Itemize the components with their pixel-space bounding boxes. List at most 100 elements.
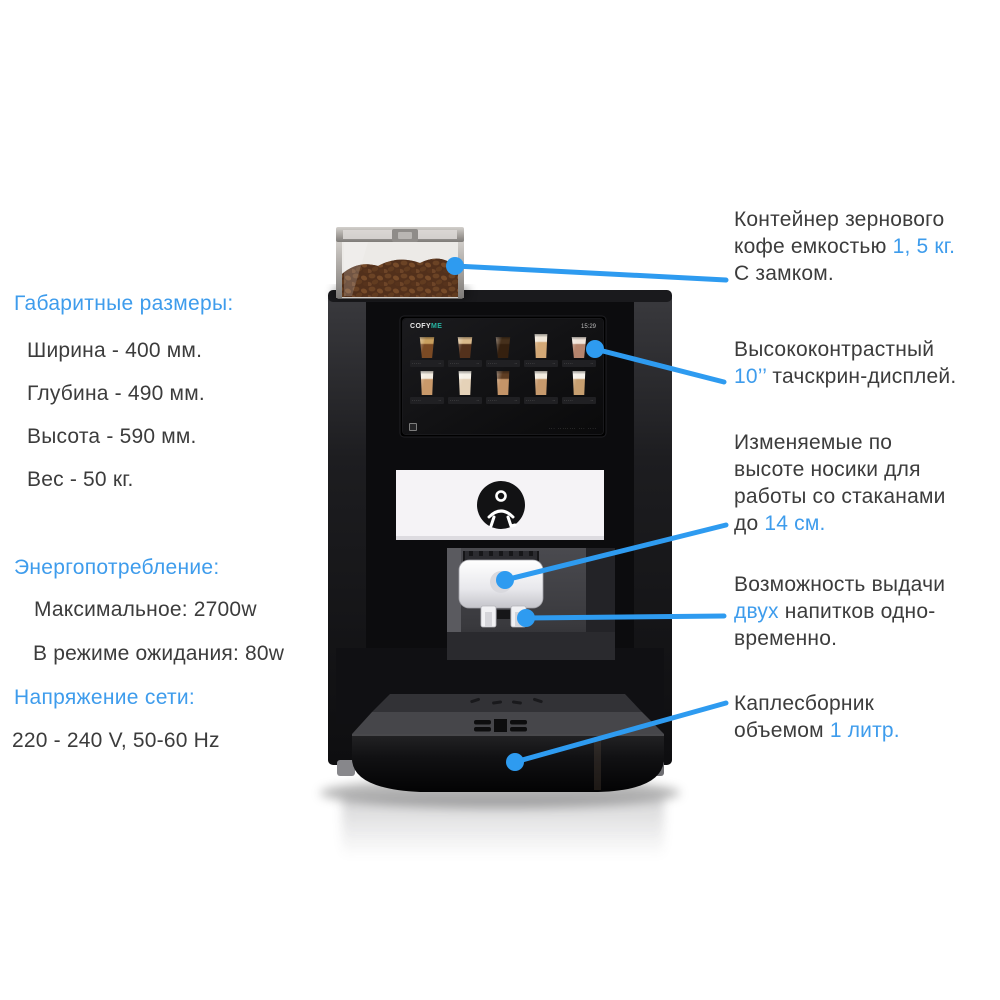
dispenser xyxy=(447,548,615,660)
drink-image-wrap xyxy=(571,333,587,358)
drink-price: ·· xyxy=(552,361,556,366)
drink-price: ·· xyxy=(438,361,442,366)
drink-glass-icon xyxy=(495,337,511,358)
menu-icon[interactable] xyxy=(409,423,417,431)
callout-dot-two-drinks xyxy=(517,609,535,627)
drink-label-bar: ····· ·· xyxy=(524,360,558,367)
drink-label-bar: ····· ·· xyxy=(410,360,444,367)
drink-glass-icon xyxy=(534,334,548,358)
drink-price: ·· xyxy=(590,361,594,366)
drink-cocoa[interactable]: ····· ·· xyxy=(562,333,596,367)
voltage-title: Напряжение сети: xyxy=(14,686,196,709)
callout-dot-bean-hopper xyxy=(446,257,464,275)
drink-price: ·· xyxy=(438,398,442,403)
spec-voltage: 220 - 240 V, 50-60 Hz xyxy=(12,729,220,752)
drink-americano[interactable]: ····· ·· xyxy=(486,333,520,367)
drink-price: ·· xyxy=(476,361,480,366)
dimensions-title: Габаритные размеры: xyxy=(14,292,234,315)
drink-glass-icon xyxy=(458,371,472,395)
callout-drip-tray: Каплесборник объемом 1 литр. xyxy=(734,692,900,742)
spec-weight: Вес - 50 кг. xyxy=(27,468,134,491)
drink-price: ·· xyxy=(590,398,594,403)
drink-flat-white[interactable]: ····· ·· xyxy=(524,370,558,404)
body-left-column xyxy=(328,293,374,765)
drink-glass-icon xyxy=(457,337,473,358)
callout-line-spouts xyxy=(502,522,729,583)
drink-glass-icon xyxy=(419,337,435,358)
callout-line-display xyxy=(592,346,727,385)
drink-image-wrap xyxy=(495,333,511,358)
drink-frappe[interactable]: ····· ·· xyxy=(562,370,596,404)
brand-primary: COFY xyxy=(410,323,432,330)
drink-price: ·· xyxy=(514,361,518,366)
drink-label-bar: ····· ·· xyxy=(410,397,444,404)
callout-two-drinks: Возможность выдачи двух напитков одно- в… xyxy=(734,573,946,650)
drink-price: ·· xyxy=(552,398,556,403)
spec-power-standby: В режиме ожидания: 80w xyxy=(33,642,285,665)
spec-height: Высота - 590 мм. xyxy=(27,425,197,448)
callout-line-two-drinks xyxy=(523,613,727,621)
brand-logo-text: COFYME xyxy=(410,323,442,330)
drink-name: ····· xyxy=(488,398,498,403)
drink-label-bar: ····· ·· xyxy=(448,360,482,367)
drip-tray-grate xyxy=(474,719,527,732)
drink-image-wrap xyxy=(572,370,587,395)
drink-mocha[interactable]: ····· ·· xyxy=(486,370,520,404)
brand-panel xyxy=(396,470,604,540)
drink-espresso-macchiato[interactable]: ····· ·· xyxy=(448,333,482,367)
callout-dot-spouts xyxy=(496,571,514,589)
callout-spouts: Изменяемые по высоте носики для работы с… xyxy=(734,431,946,535)
clock: 15:29 xyxy=(580,323,596,330)
drink-image-wrap xyxy=(419,333,435,358)
screen-header: COFYME 15:29 xyxy=(403,319,603,331)
spec-width: Ширина - 400 мм. xyxy=(27,339,203,362)
callout-dot-display xyxy=(586,340,604,358)
brand-secondary: ME xyxy=(431,323,443,330)
drink-label-bar: ····· ·· xyxy=(524,397,558,404)
touchscreen-display[interactable]: COFYME 15:29 ····· ·· ····· ·· xyxy=(403,319,603,434)
drink-espresso[interactable]: ····· ·· xyxy=(410,333,444,367)
drink-image-wrap xyxy=(534,333,549,358)
drink-latte-macchiato[interactable]: ····· ·· xyxy=(410,370,444,404)
drink-price: ·· xyxy=(514,398,518,403)
screen-footer: ··· ········ ··· ···· xyxy=(409,423,597,431)
drink-label-bar: ····· ·· xyxy=(562,360,596,367)
drink-price: ·· xyxy=(476,398,480,403)
callout-dot-drip-tray xyxy=(506,753,524,771)
drink-label-bar: ····· ·· xyxy=(562,397,596,404)
drip-tray-top xyxy=(352,712,664,734)
drink-menu-grid: ····· ·· ····· ·· ····· ·· xyxy=(403,331,603,404)
drink-name: ····· xyxy=(526,361,536,366)
body-right-column xyxy=(626,293,672,765)
callout-line-bean-hopper xyxy=(452,263,729,283)
spec-power-max: Максимальное: 2700w xyxy=(34,598,257,621)
drink-glass-icon xyxy=(571,337,587,358)
machine-foot-left xyxy=(337,760,355,776)
drink-glass-icon xyxy=(572,371,586,395)
drink-image-wrap xyxy=(534,370,549,395)
drink-glass-icon xyxy=(420,371,434,395)
drink-image-wrap xyxy=(457,333,473,358)
drink-name: ····· xyxy=(564,361,574,366)
spec-depth: Глубина - 490 мм. xyxy=(27,382,205,405)
drink-image-wrap xyxy=(458,370,473,395)
drink-name: ····· xyxy=(488,361,498,366)
callout-bean-hopper: Контейнер зернового кофе емкостью 1, 5 к… xyxy=(734,208,956,285)
drink-latte[interactable]: ····· ·· xyxy=(524,333,558,367)
screen-status-text: ··· ········ ··· ···· xyxy=(548,426,597,431)
drink-name: ····· xyxy=(526,398,536,403)
drink-image-wrap xyxy=(496,370,511,395)
drink-name: ····· xyxy=(412,361,422,366)
drink-cappuccino[interactable]: ····· ·· xyxy=(448,370,482,404)
drink-glass-icon xyxy=(534,371,548,395)
drink-label-bar: ····· ·· xyxy=(448,397,482,404)
drink-label-bar: ····· ·· xyxy=(486,360,520,367)
drink-glass-icon xyxy=(496,371,510,395)
drink-name: ····· xyxy=(564,398,574,403)
callout-line-drip-tray xyxy=(512,700,729,765)
power-title: Энергопотребление: xyxy=(14,556,220,579)
drink-name: ····· xyxy=(412,398,422,403)
callout-display: Высококонтрастный 10’’ тачскрин-дисплей. xyxy=(734,338,957,388)
